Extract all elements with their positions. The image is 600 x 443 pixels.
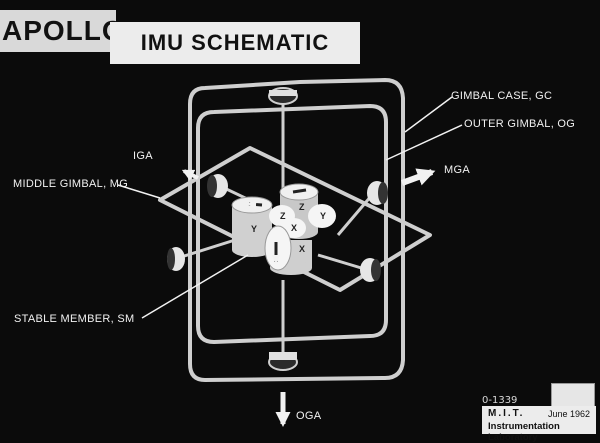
bearing-left-lower — [167, 247, 185, 271]
plate-date: June 1962 — [547, 409, 590, 419]
drawing-number: 0-1339 — [482, 395, 518, 406]
org-lab: Instrumentation Laboratory — [488, 421, 560, 443]
mga-arrow — [400, 168, 436, 186]
leader-stable-member — [141, 254, 249, 319]
leader-outer-gimbal — [385, 124, 463, 161]
axis-label-y-left: Y — [251, 224, 257, 234]
label-iga: IGA — [133, 150, 153, 162]
label-stable-member: STABLE MEMBER, SM — [14, 313, 135, 325]
label-mga: MGA — [444, 164, 470, 176]
outer-gimbal-ring — [196, 103, 388, 345]
bearing-bottom — [268, 352, 298, 371]
label-gimbal-case: GIMBAL CASE, GC — [451, 90, 553, 102]
apollo-label: APOLLO — [0, 10, 116, 52]
org-name: M.I.T. — [488, 408, 525, 419]
axis-label-x-lower: X — [299, 244, 305, 254]
gimbal-case-ring — [188, 77, 405, 383]
label-outer-gimbal: OUTER GIMBAL, OG — [464, 118, 576, 130]
axis-label-x-upper: X — [291, 223, 297, 233]
instrumentation-lab-logo — [551, 383, 595, 409]
leader-middle-gimbal — [117, 184, 161, 199]
leader-gimbal-case — [404, 96, 453, 133]
axis-label-z-upper: Z — [299, 202, 305, 212]
bearing-right-lower — [360, 258, 381, 282]
label-oga: OGA — [296, 410, 322, 422]
bearing-right-upper — [367, 181, 388, 205]
label-middle-gimbal: MIDDLE GIMBAL, MG — [13, 178, 129, 190]
bearing-left-upper — [207, 174, 228, 198]
bearing-top — [268, 87, 298, 105]
mit-title-plate: M.I.T. June 1962 Instrumentation Laborat… — [482, 406, 596, 443]
iga-arrow — [181, 169, 199, 181]
axis-label-z-lower: Z — [280, 211, 286, 221]
axis-label-y-right: Y — [320, 211, 326, 221]
stable-member — [231, 183, 336, 275]
page-title: IMU SCHEMATIC — [110, 22, 360, 64]
